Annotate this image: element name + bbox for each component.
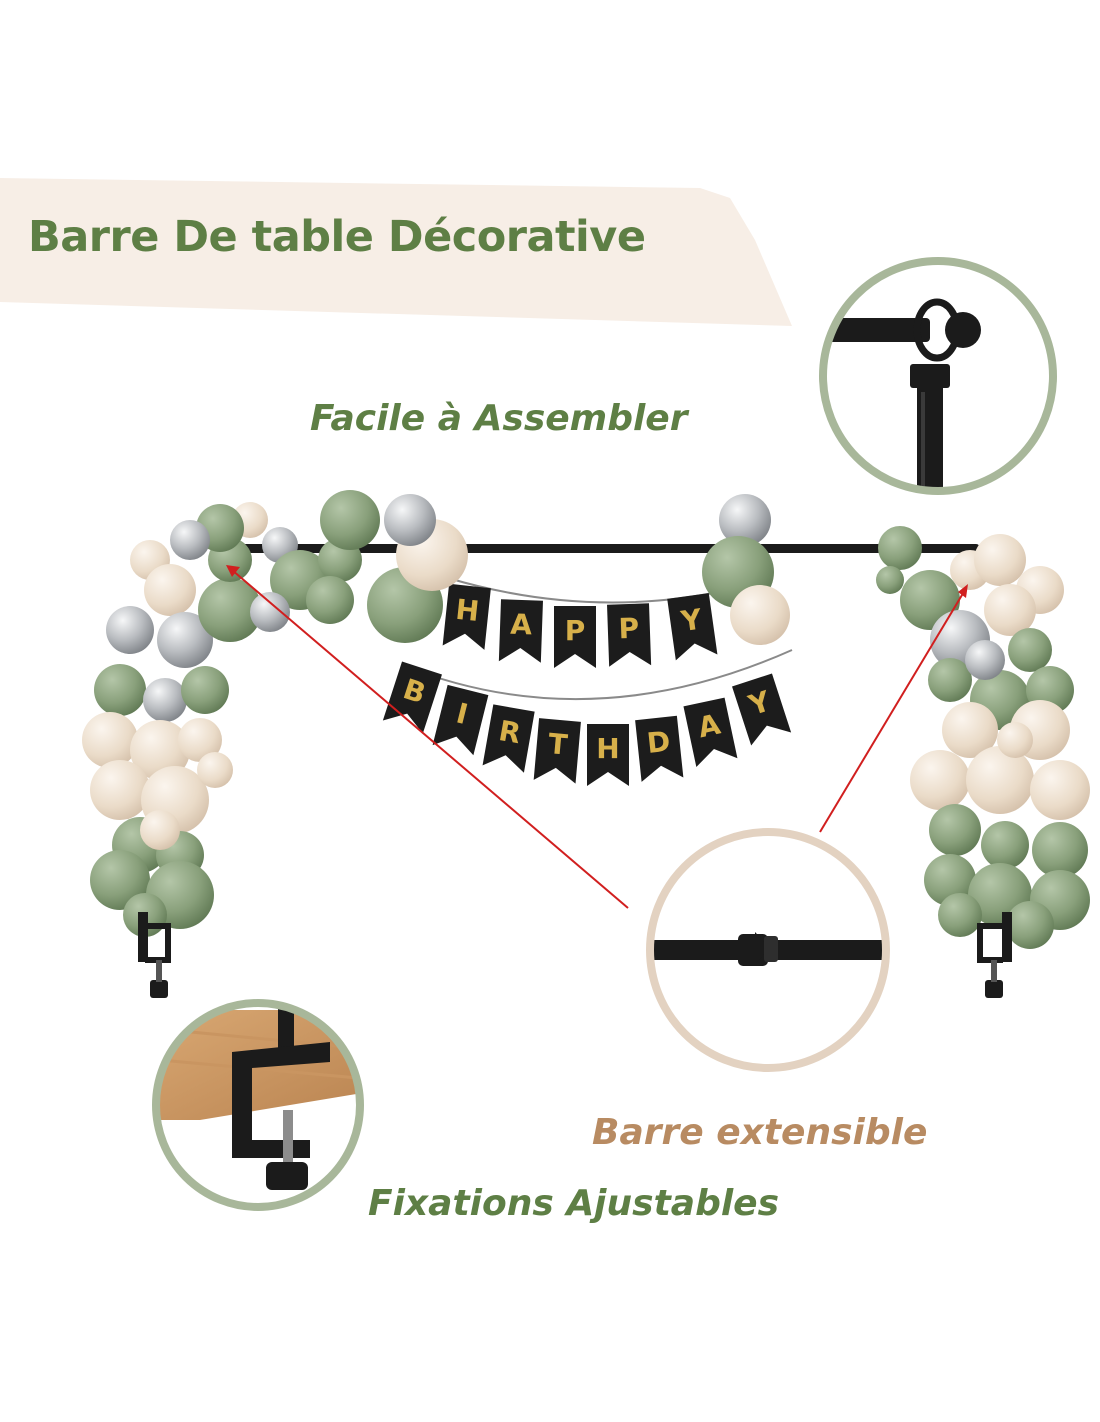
balloon <box>170 520 210 560</box>
pennant-b2: R <box>482 704 535 773</box>
balloon <box>942 702 998 758</box>
pennant-letter: A <box>510 608 533 642</box>
balloon <box>1030 760 1090 820</box>
balloon <box>719 494 771 546</box>
pennant-b1: I <box>432 684 489 756</box>
pennant-letter: D <box>645 725 672 760</box>
pennant-2: P <box>554 606 596 668</box>
bar-connector-detail <box>646 828 890 1072</box>
balloon <box>928 658 972 702</box>
pennant-b0: B <box>382 661 442 734</box>
balloon <box>90 760 150 820</box>
pennant-b6: A <box>683 697 738 768</box>
balloon <box>106 606 154 654</box>
left-clamp-small <box>138 912 171 998</box>
balloon <box>730 585 790 645</box>
pointer-left <box>231 569 629 909</box>
pennant-1: A <box>498 599 543 663</box>
pennant-0: H <box>442 583 491 650</box>
balloon <box>198 578 262 642</box>
balloon <box>974 534 1026 586</box>
balloon <box>878 526 922 570</box>
pennant-letter: T <box>547 727 569 762</box>
pennant-letter: P <box>618 612 640 646</box>
balloon-garland <box>82 490 790 937</box>
page-title: Barre De table Décorative <box>28 212 646 262</box>
balloon <box>181 666 229 714</box>
pointer-right <box>819 589 966 833</box>
balloon <box>966 746 1034 814</box>
balloon <box>876 566 904 594</box>
pennant-letter: P <box>565 614 586 647</box>
title-ribbon <box>0 178 792 326</box>
balloon <box>250 592 290 632</box>
balloon <box>82 712 138 768</box>
balloon <box>90 850 150 910</box>
bar-end-cap-detail <box>819 257 1057 495</box>
balloon <box>929 804 981 856</box>
balloon <box>997 722 1033 758</box>
right-clamp-small <box>977 912 1012 998</box>
balloon <box>384 494 436 546</box>
pennant-b7: Y <box>732 673 792 746</box>
balloon <box>306 576 354 624</box>
balloon <box>910 750 970 810</box>
balloon <box>1008 628 1052 672</box>
balloon <box>197 752 233 788</box>
balloon <box>130 720 190 780</box>
balloon <box>1032 822 1088 878</box>
pennant-4: Y <box>667 593 718 661</box>
pennant-letter: H <box>596 732 619 765</box>
balloon <box>140 810 180 850</box>
balloon <box>143 678 187 722</box>
balloon <box>178 718 222 762</box>
pennant-b5: D <box>635 715 684 782</box>
balloon <box>157 612 213 668</box>
pennant-b4: H <box>587 724 629 786</box>
feature-extend-label: Barre extensible <box>592 1112 928 1153</box>
feature-clamps-label: Fixations Ajustables <box>368 1183 780 1224</box>
balloon <box>924 854 976 906</box>
balloon <box>938 893 982 937</box>
balloon <box>144 564 196 616</box>
balloon <box>984 584 1036 636</box>
balloon <box>94 664 146 716</box>
balloon <box>965 640 1005 680</box>
pennant-letter: H <box>454 593 481 628</box>
balloon <box>981 821 1029 869</box>
table-clamp-detail <box>152 999 364 1211</box>
pennant-3: P <box>607 603 652 667</box>
feature-assemble-label: Facile à Assembler <box>310 398 688 439</box>
pennant-b3: T <box>533 718 581 784</box>
balloon <box>1006 901 1054 949</box>
balloon <box>320 490 380 550</box>
